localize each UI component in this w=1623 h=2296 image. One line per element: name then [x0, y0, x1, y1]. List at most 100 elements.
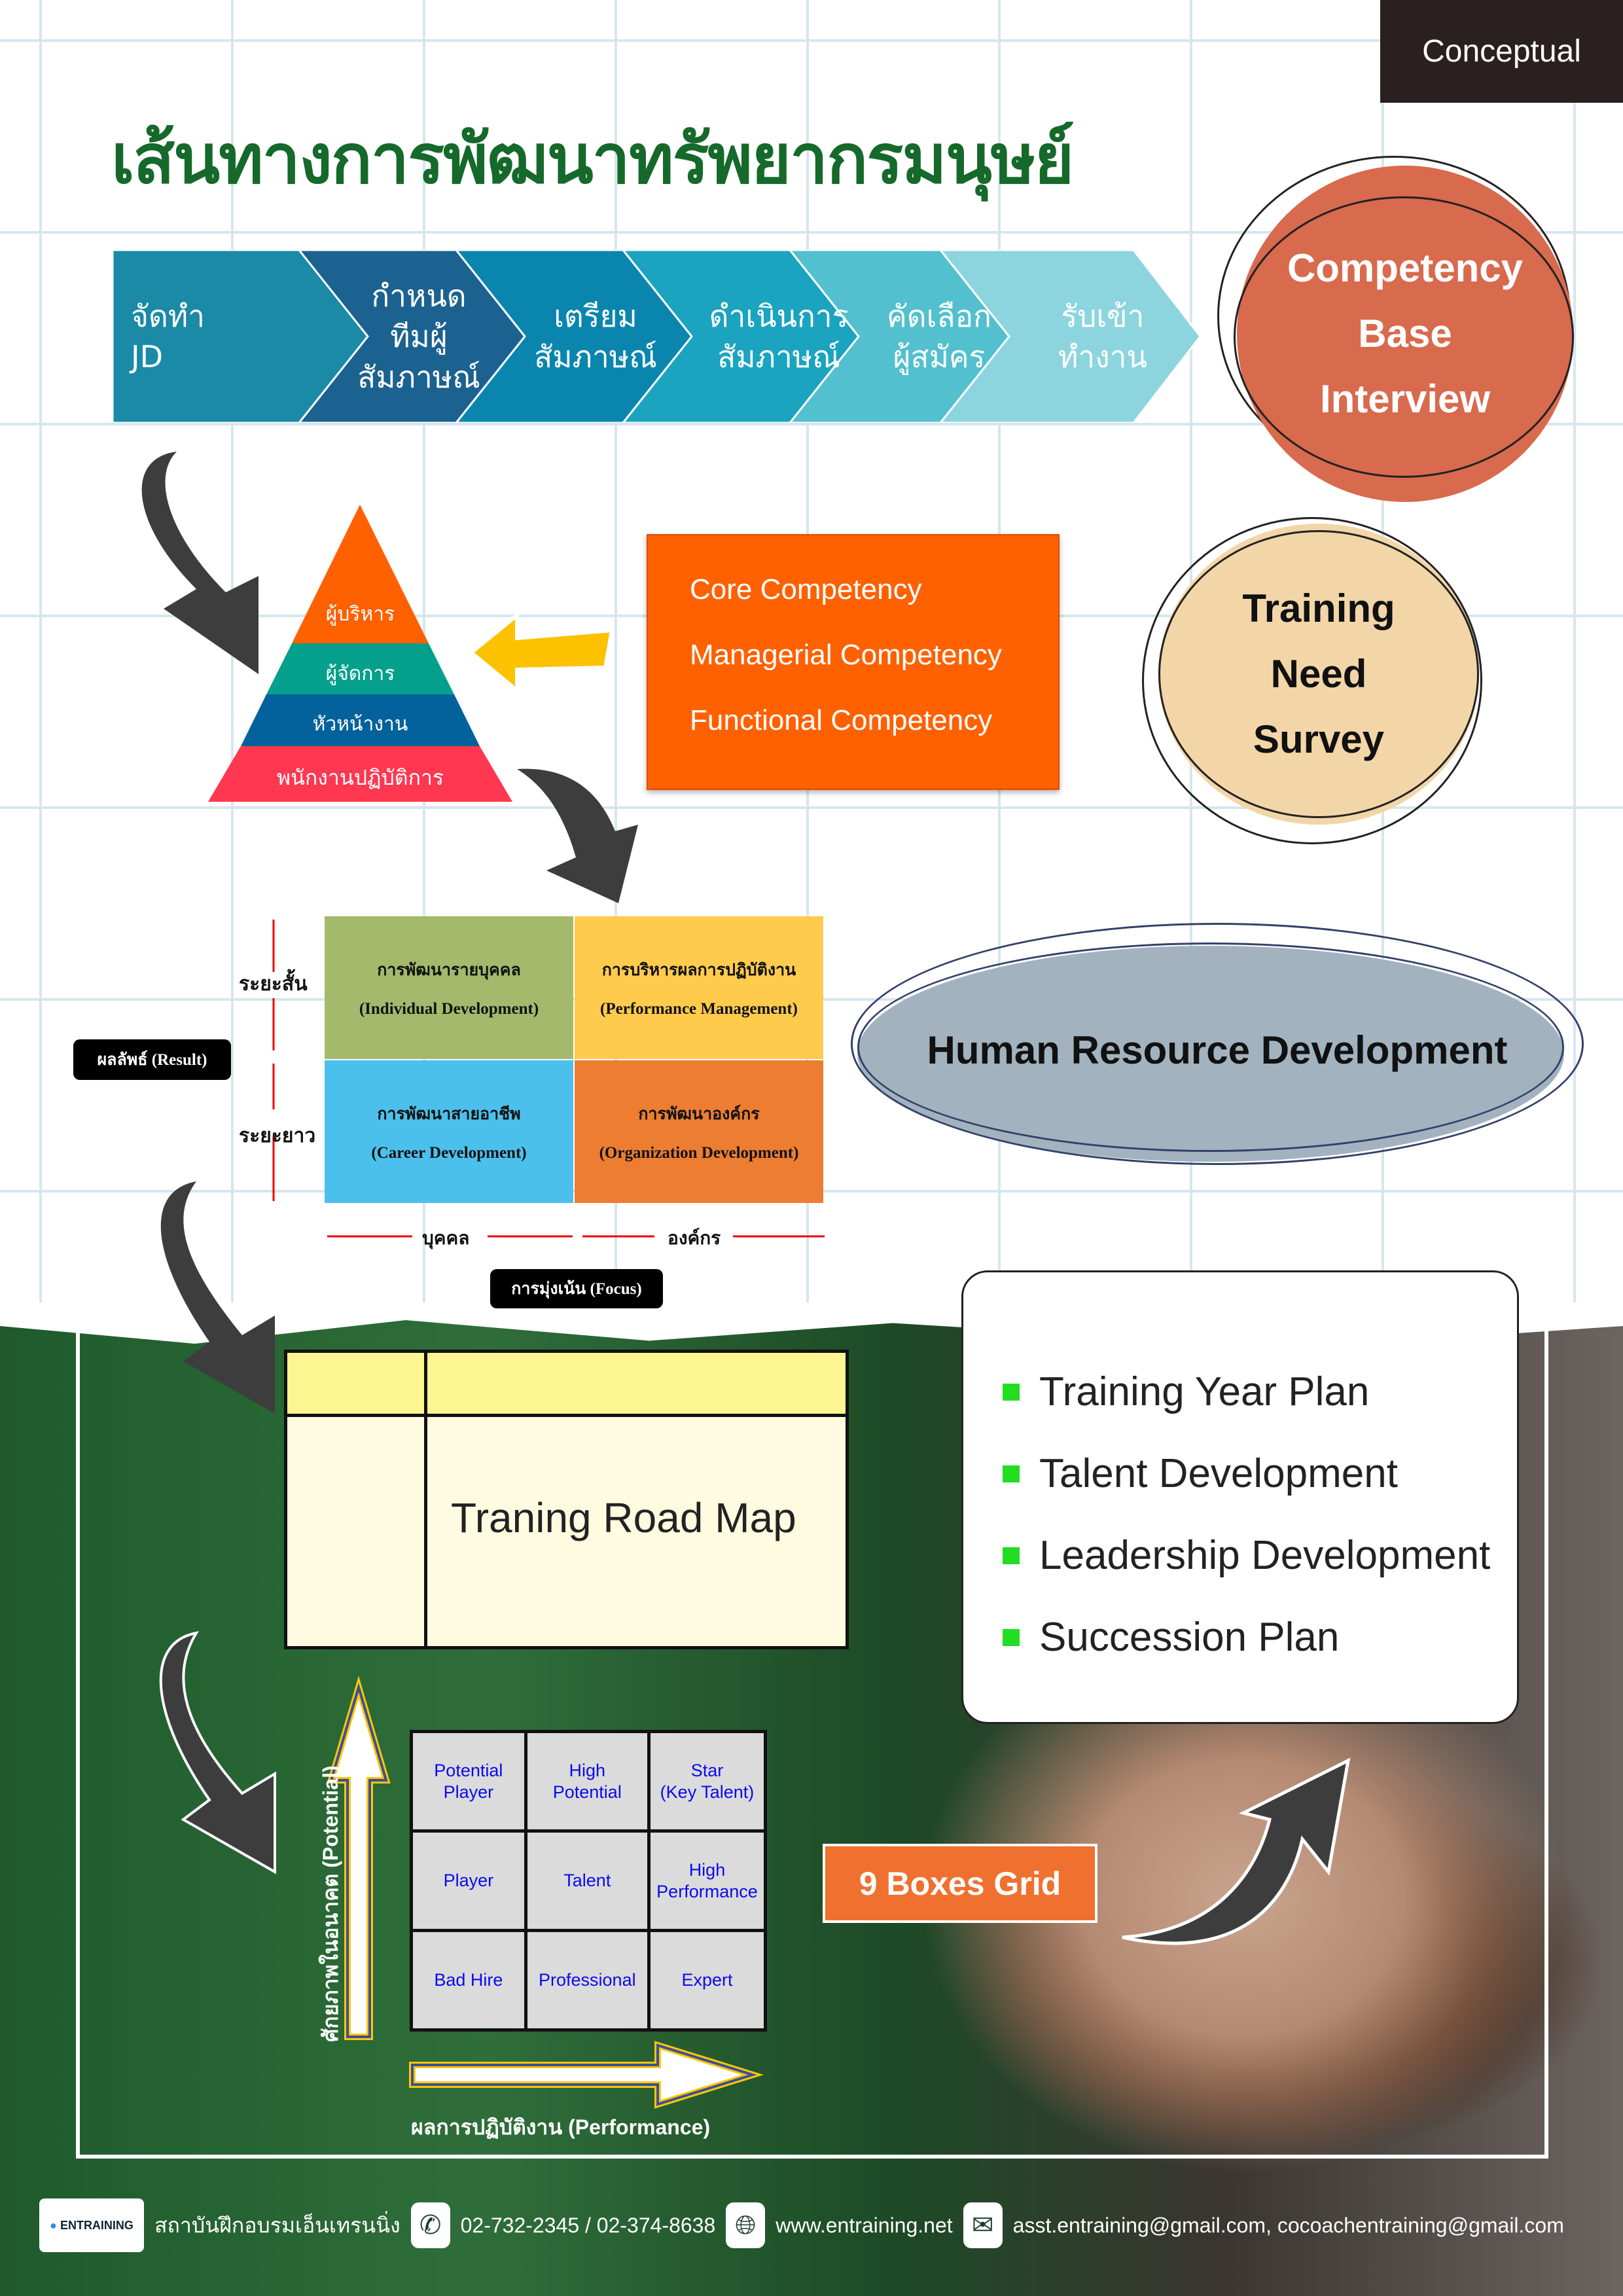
- step-text: ผู้สมัคร: [893, 339, 986, 374]
- plan-item: Talent Development: [1003, 1433, 1517, 1515]
- cell-en: (Individual Development): [359, 1000, 539, 1018]
- matrix-cell-performance: การบริหารผลการปฏิบัติงาน(Performance Man…: [575, 916, 823, 1059]
- step-text: รับเข้า: [1061, 298, 1145, 334]
- pyramid-level-operator: [208, 746, 512, 802]
- cell-en: (Career Development): [371, 1144, 527, 1162]
- potential-axis-label: ศักยภาพในอนาคต (Potential): [319, 1765, 342, 2042]
- pyramid-level-manager: [266, 643, 454, 694]
- email-addresses[interactable]: asst.entraining@gmail.com, cocoachentrai…: [1012, 2213, 1564, 2237]
- yellow-arrow-left-icon: [468, 612, 615, 694]
- matrix-cell-individual: การพัฒนารายบุคคล (Individual Development): [325, 916, 573, 1059]
- phone-icon: ✆: [410, 2202, 450, 2248]
- matrix-cell-organization: การพัฒนาองค์กร(Organization Development): [575, 1060, 823, 1203]
- nine-box-cell: Star (Key Talent): [650, 1733, 764, 1829]
- nine-box-cell: Potential Player: [413, 1733, 524, 1829]
- step-label-2: กำหนดทีมผู้สัมภาษณ์: [340, 250, 497, 423]
- step-text: สัมภาษณ์: [534, 339, 657, 374]
- white-frame: [76, 1325, 1548, 2159]
- logo-text: ENTRAINING: [60, 2218, 134, 2232]
- individual-label: บุคคล: [422, 1229, 470, 1249]
- chevron-step-2: [298, 250, 526, 423]
- nine-box-cell: Bad Hire: [413, 1932, 524, 2028]
- table-divider: [424, 1353, 427, 1646]
- step-text: จัดทำ: [131, 298, 205, 334]
- step-text: กำหนด: [371, 278, 467, 314]
- step-label-5: คัดเลือกผู้สมัคร: [864, 250, 1014, 423]
- road-map-label: Traning Road Map: [451, 1494, 796, 1541]
- pyramid-label: ผู้จัดการ: [325, 662, 395, 685]
- pyramid-label: ผู้บริหาร: [325, 603, 395, 626]
- table-header-row: [287, 1353, 846, 1417]
- bullet-square-icon: [1003, 1547, 1020, 1564]
- plan-text: Training Year Plan: [1039, 1369, 1370, 1414]
- result-label: ผลลัพธ์ (Result): [73, 1039, 231, 1080]
- competency-item: Managerial Competency: [690, 639, 1002, 671]
- development-plans-box: Training Year Plan Talent Development Le…: [961, 1270, 1519, 1724]
- email-icon: ✉: [963, 2202, 1003, 2248]
- globe-icon: 🌐︎: [726, 2202, 766, 2248]
- matrix-cell-career: การพัฒนาสายอาชีพ (Career Development): [325, 1060, 573, 1203]
- nine-box-cell: Professional: [527, 1932, 647, 2028]
- bullet-square-icon: [1003, 1465, 1020, 1482]
- performance-axis-label: ผลการปฏิบัติงาน (Performance): [411, 2115, 711, 2139]
- institute-name: สถาบันฝึกอบรมเอ็นเทรนนิ่ง: [154, 2213, 401, 2237]
- step-label-6: รับเข้าทำงาน: [1027, 250, 1178, 423]
- step-text: JD: [131, 339, 163, 374]
- step-text: คัดเลือก: [886, 298, 992, 334]
- footer-contact: ● ENTRAINING สถาบันฝึกอบรมเอ็นเทรนนิ่ง ✆…: [39, 2196, 1564, 2255]
- plan-text: Leadership Development: [1039, 1533, 1491, 1578]
- pyramid-label: พนักงานปฏิบัติการ: [276, 765, 444, 790]
- curved-arrow-icon: [517, 768, 638, 903]
- hierarchy-pyramid: [208, 505, 512, 802]
- curved-arrow-icon: [159, 1631, 276, 1874]
- sketch-ring: [851, 923, 1584, 1165]
- plan-item: Leadership Development: [1003, 1515, 1517, 1596]
- competency-types-box: Core Competency Managerial Competency Fu…: [647, 534, 1060, 790]
- step-text: ดำเนินการ: [709, 298, 849, 334]
- long-term-label: ระยะยาว: [239, 1125, 316, 1147]
- focus-label: การมุ่งเน้น (Focus): [490, 1269, 663, 1308]
- plan-text: Talent Development: [1039, 1451, 1398, 1496]
- step-text: เตรียม: [554, 298, 637, 334]
- bullet-square-icon: [1003, 1383, 1020, 1401]
- entraining-logo: ● ENTRAINING: [39, 2198, 144, 2252]
- curved-arrow-icon: [141, 452, 259, 674]
- step-text: สัมภาษณ์: [717, 339, 840, 374]
- step-text: สัมภาษณ์: [357, 359, 480, 395]
- cell-th: การพัฒนาองค์กร: [638, 1105, 760, 1123]
- step-label-3: เตรียมสัมภาษณ์: [517, 250, 674, 423]
- chevron-step-5: [789, 250, 1010, 423]
- nine-box-cell: High Performance: [650, 1833, 764, 1929]
- potential-arrow-icon: [327, 1676, 391, 2040]
- plan-item: Training Year Plan: [1003, 1351, 1517, 1433]
- cell-th: การพัฒนาสายอาชีพ: [377, 1105, 521, 1123]
- sketch-ring: [857, 942, 1564, 1152]
- phone-number: 02-732-2345 / 02-374-8638: [460, 2213, 716, 2237]
- short-term-label: ระยะสั้น: [239, 973, 308, 995]
- step-label-1: จัดทำ JD: [131, 250, 262, 423]
- matrix-axis-arrows: [272, 920, 825, 1238]
- process-chevrons: [113, 250, 1200, 423]
- curved-arrow-icon: [160, 1181, 275, 1414]
- sketch-ring: [1142, 517, 1482, 844]
- pyramid-level-executive: [292, 505, 429, 643]
- nine-box-cell: Talent: [527, 1833, 647, 1929]
- step-text: ทีมผู้: [390, 319, 448, 354]
- competency-item: Functional Competency: [690, 704, 993, 736]
- nine-box-cell: Player: [413, 1833, 524, 1929]
- logo-mark-icon: ●: [50, 2218, 57, 2232]
- website-link[interactable]: www.entraining.net: [776, 2213, 953, 2237]
- cell-th: การพัฒนารายบุคคล: [377, 961, 521, 979]
- plan-item: Succession Plan: [1003, 1596, 1517, 1678]
- pyramid-label: หัวหน้างาน: [312, 713, 408, 736]
- nine-boxes-grid-badge: 9 Boxes Grid: [823, 1844, 1097, 1923]
- curved-arrow-icon: [1122, 1757, 1351, 1945]
- page-title: เส้นทางการพัฒนาทรัพยากรมนุษย์: [111, 119, 1074, 199]
- organization-label: องค์กร: [668, 1229, 721, 1249]
- step-label-4: ดำเนินการสัมภาษณ์: [700, 250, 857, 423]
- chevron-step-6: [939, 250, 1200, 423]
- competency-item: Core Competency: [690, 573, 922, 605]
- cell-th: การบริหารผลการปฏิบัติงาน: [601, 961, 796, 979]
- hrd-label: Human Resource Development: [927, 1028, 1508, 1072]
